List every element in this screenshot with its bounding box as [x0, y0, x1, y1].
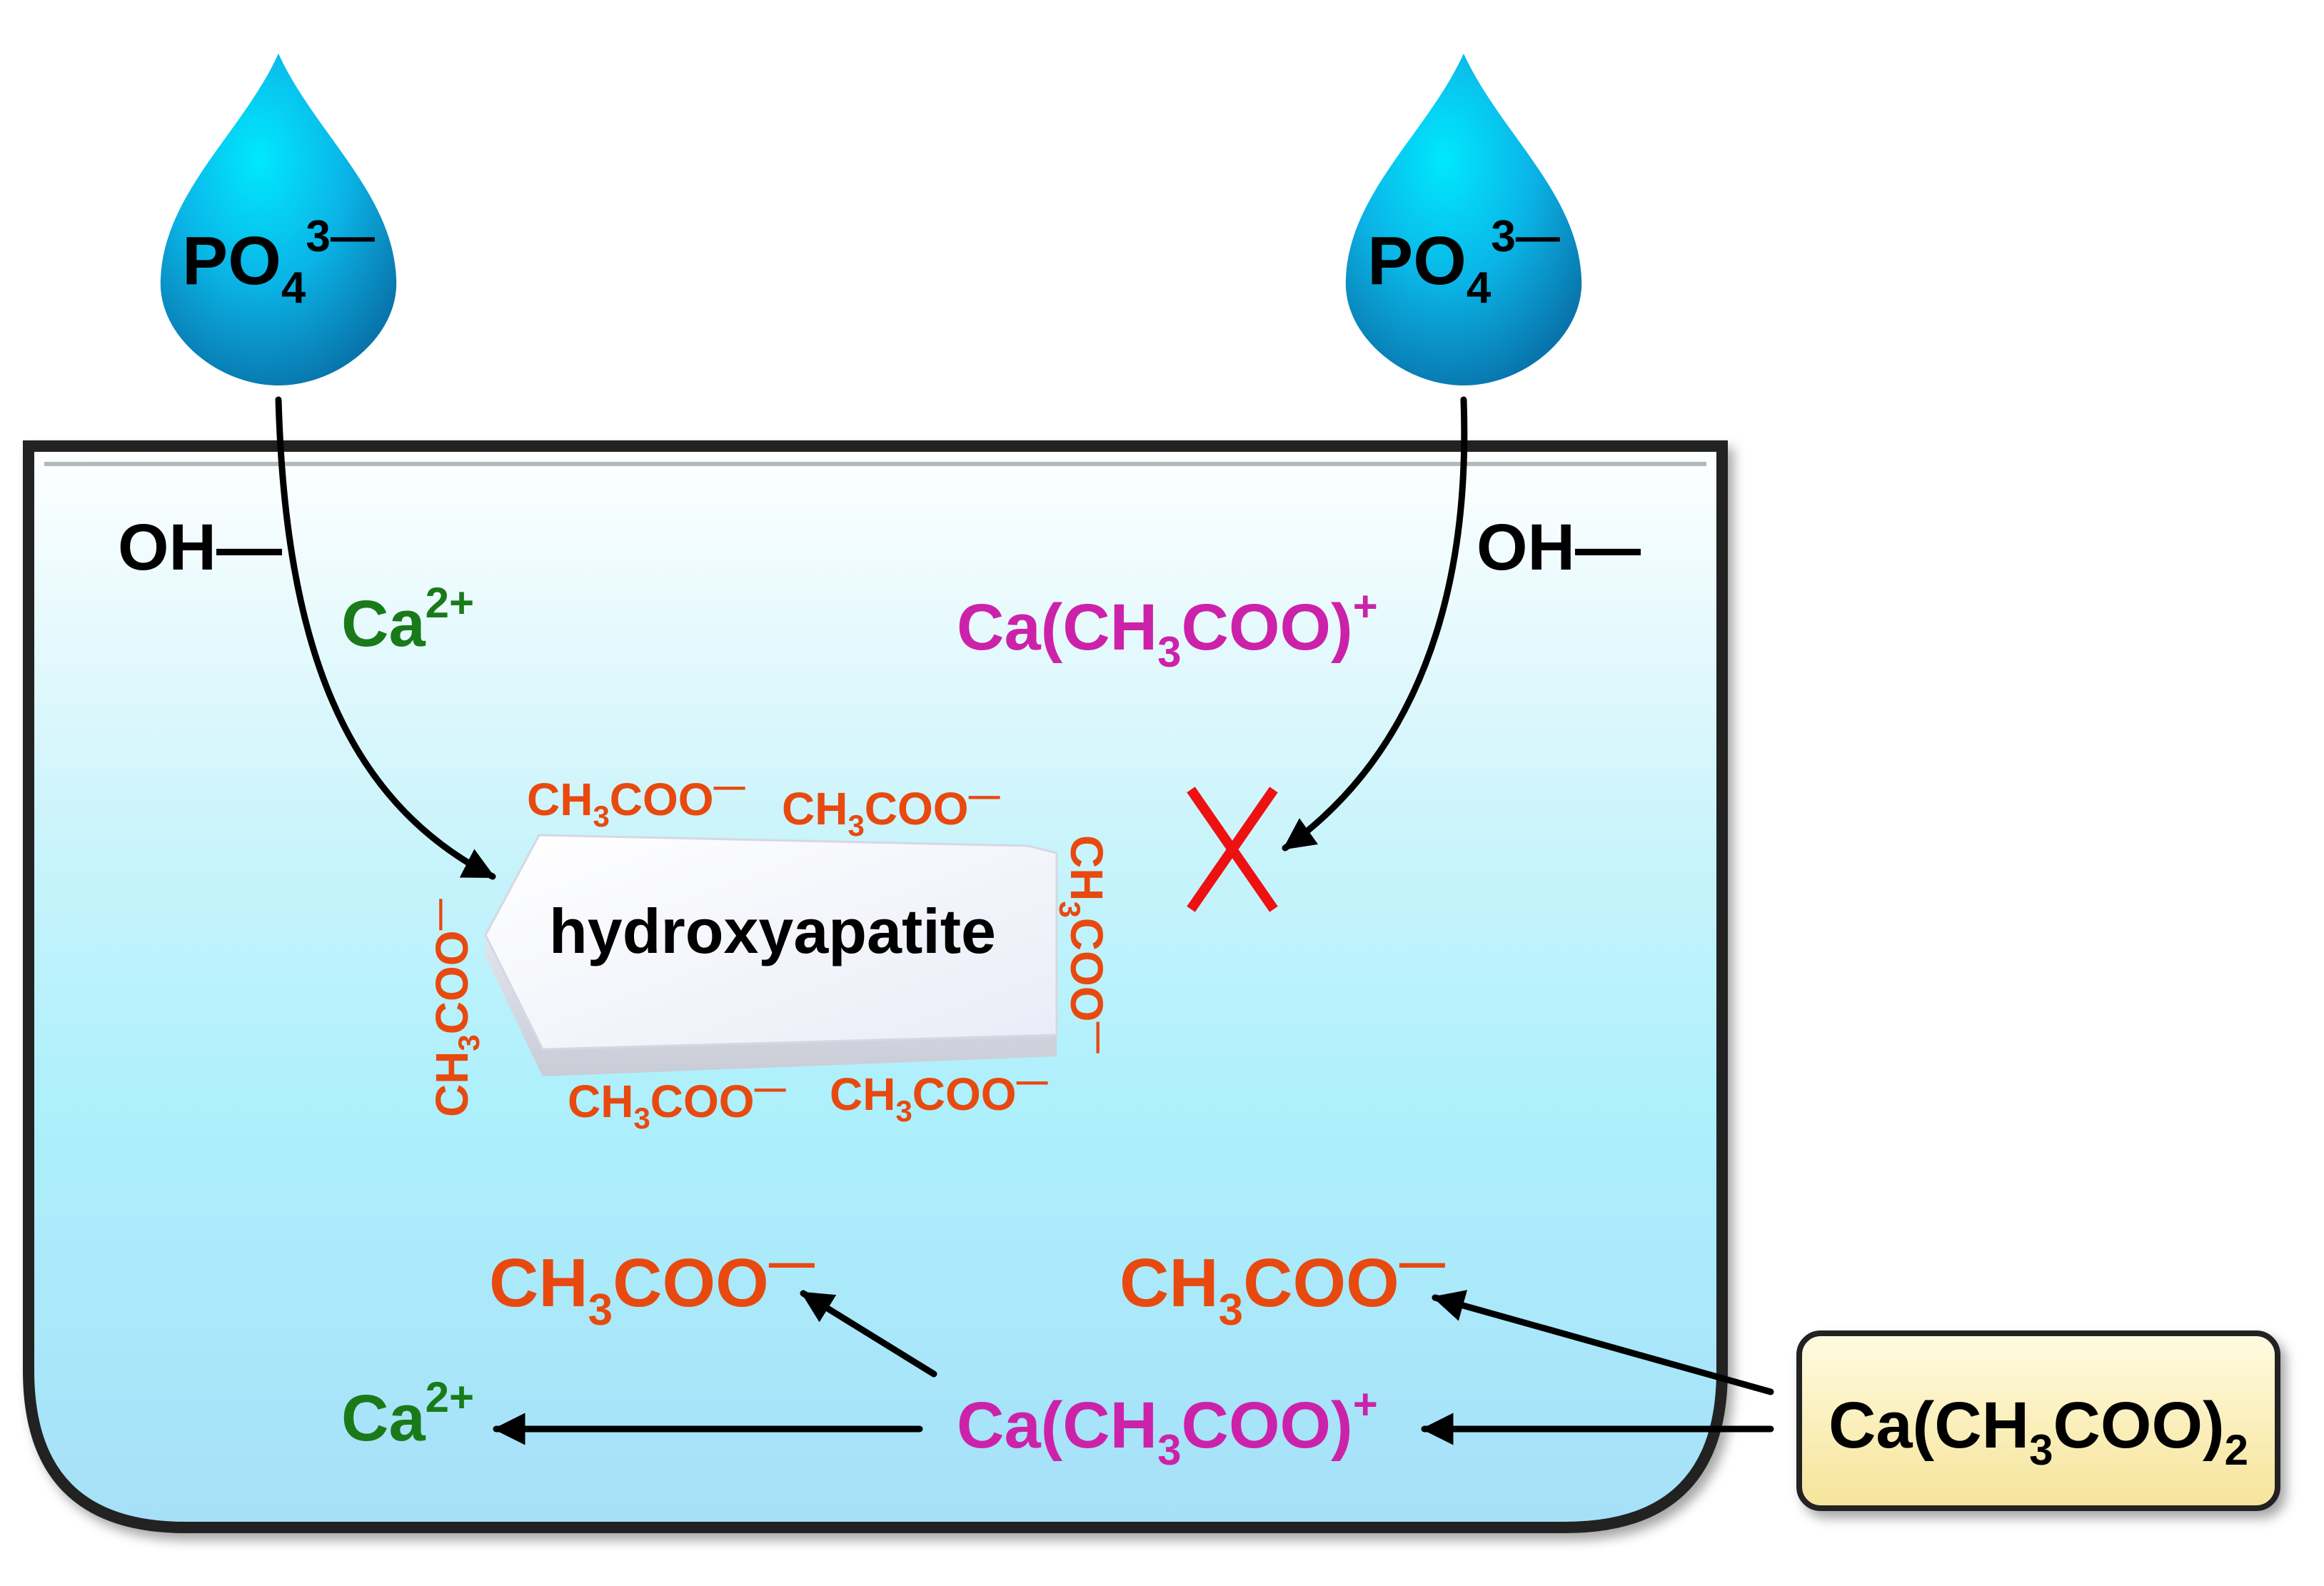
phosphate-label-right: PO43— [1367, 212, 1560, 313]
adsorbed-acetate-top-2: CH3COO— [782, 778, 1000, 842]
arrow-complex-to-acetate [800, 1290, 937, 1378]
adsorbed-acetates: CH3COO— CH3COO— CH3COO— CH3COO— CH3COO— … [421, 769, 1117, 1135]
arrow-salt-to-acetate [1432, 1290, 1774, 1395]
acetate-free-left: CH3COO— [489, 1236, 815, 1335]
arrow-phosphate-to-blocked [1282, 396, 1468, 852]
salt-box [1796, 1330, 2280, 1511]
adsorbed-acetate-top-1: CH3COO— [527, 769, 745, 833]
complex-ion-lower: Ca(CH3COO)+ [957, 1380, 1378, 1474]
adsorbed-acetate-left: CH3COO— [421, 899, 486, 1117]
hydroxyapatite-crystal: hydroxyapatite [484, 834, 1058, 1076]
arrow-phosphate-to-crystal [275, 396, 496, 880]
acetate-free-right: CH3COO— [1120, 1236, 1445, 1335]
calcium-ion-lower: Ca2+ [341, 1373, 474, 1455]
hydroxide-label-left: OH— [118, 511, 282, 584]
drop-icon [160, 54, 397, 385]
phosphate-drop-right: PO43— [1345, 54, 1582, 385]
hydroxide-label-right: OH— [1477, 511, 1641, 584]
blocked-mark [1187, 787, 1278, 912]
phosphate-drop-left: PO43— [160, 54, 397, 385]
calcium-acetate-box: Ca(CH3COO)2 [1796, 1330, 2280, 1511]
adsorbed-acetate-bottom-1: CH3COO— [568, 1071, 786, 1135]
adsorbed-acetate-bottom-2: CH3COO— [830, 1064, 1048, 1128]
arrows [275, 396, 1774, 1445]
crystal-top-face [484, 834, 1058, 1051]
complex-ion-upper: Ca(CH3COO)+ [957, 582, 1378, 676]
adsorbed-acetate-right: CH3COO— [1053, 835, 1117, 1054]
calcium-ion-upper: Ca2+ [341, 579, 474, 660]
crystal-label: hydroxyapatite [549, 896, 996, 966]
drop-icon [1345, 54, 1582, 385]
salt-label: Ca(CH3COO)2 [1828, 1389, 2248, 1474]
phosphate-label-left: PO43— [182, 212, 375, 313]
